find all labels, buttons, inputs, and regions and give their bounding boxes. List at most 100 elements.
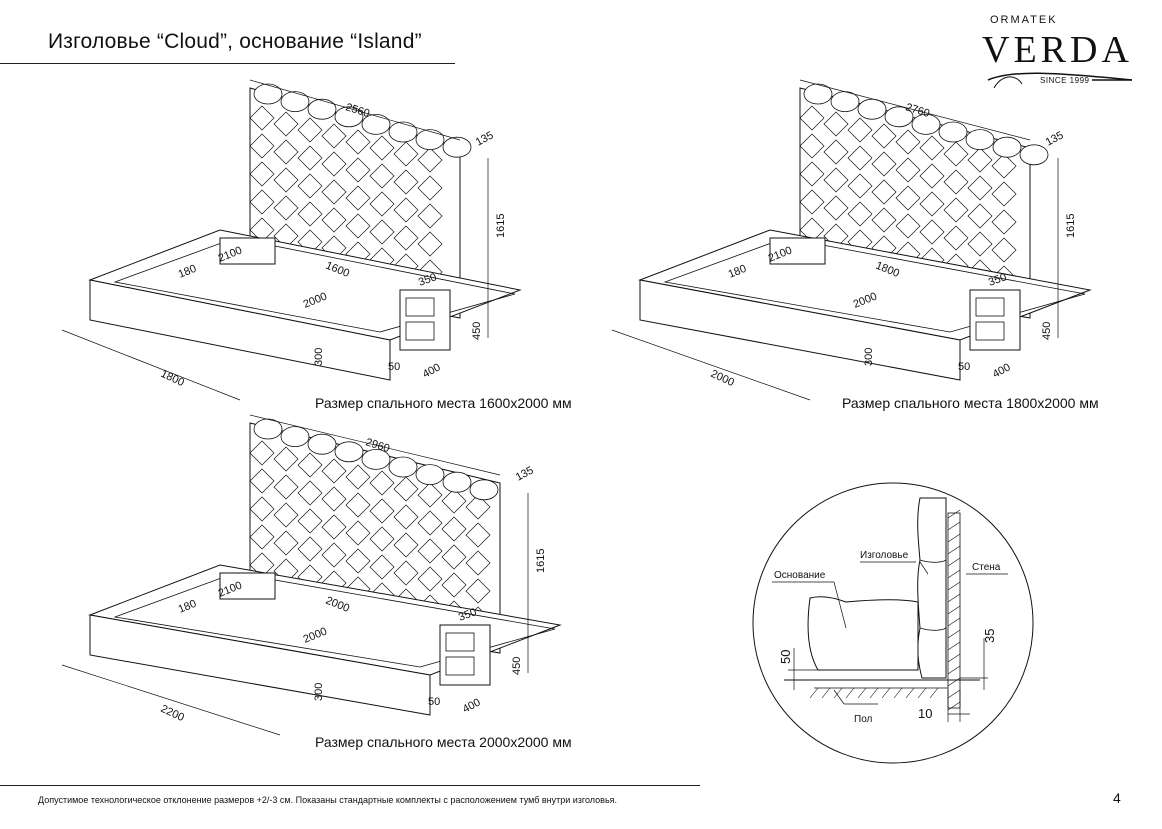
dim-nightstand-leg: 50 xyxy=(428,696,440,708)
footer-rule xyxy=(0,785,700,786)
mattress-area xyxy=(113,572,556,668)
dim-headboard-depth: 135 xyxy=(1044,129,1066,148)
tuft-diamond xyxy=(369,219,395,245)
tuft-diamond xyxy=(417,203,443,229)
tuft-diamond xyxy=(417,231,443,257)
label-base: Основание xyxy=(774,570,826,581)
tuft-diamond xyxy=(297,201,323,227)
tuft-diamond xyxy=(297,480,323,506)
nightstand-right xyxy=(399,289,451,351)
base-side xyxy=(639,279,961,381)
headboard-cushion xyxy=(388,121,418,143)
tuft-diamond xyxy=(321,542,347,568)
headboard-cushion xyxy=(388,456,418,478)
detail-section-diagram: Изголовье Стена Основание Пол 50 35 10 xyxy=(752,482,1034,764)
nightstand-left xyxy=(219,572,276,600)
tuft-diamond xyxy=(249,496,275,522)
tuft-diamond xyxy=(895,213,921,239)
tuft-diamond xyxy=(393,225,419,251)
headboard-cushion xyxy=(307,433,337,455)
brand-swoosh-icon xyxy=(987,72,1133,89)
drawer xyxy=(975,297,1005,317)
headboard-cushion xyxy=(253,83,283,105)
dim-line xyxy=(249,414,501,476)
tuft-diamond xyxy=(321,151,347,177)
dim-nightstand-height: 450 xyxy=(1041,322,1053,340)
tuft-diamond xyxy=(919,163,945,189)
wall-hatch xyxy=(947,509,961,711)
tuft-diamond xyxy=(895,129,921,155)
tuft-diamond xyxy=(273,195,299,221)
headboard-cushion xyxy=(884,106,914,128)
tuft-diamond xyxy=(321,179,347,205)
headboard-cushion xyxy=(334,441,364,463)
mattress-area xyxy=(663,237,1086,333)
tuft-diamond xyxy=(393,532,419,558)
tuft-diamond xyxy=(847,173,873,199)
tuft-diamond xyxy=(249,189,275,215)
tuft-diamond xyxy=(273,502,299,528)
headboard-cushion xyxy=(415,464,445,485)
dim-nightstand-width: 350 xyxy=(987,271,1008,289)
dim-nightstand-width: 350 xyxy=(417,271,438,289)
headboard-cushion xyxy=(803,83,833,105)
tuft-diamond xyxy=(871,151,897,177)
tuft-diamond xyxy=(369,554,395,580)
headboard-cushion xyxy=(469,479,499,501)
tuft-diamond xyxy=(871,123,897,149)
dim-nightstand-depth: 400 xyxy=(461,696,483,715)
tuft-diamond xyxy=(345,492,371,518)
headboard-cushion xyxy=(280,426,310,448)
tuft-diamond xyxy=(345,213,371,239)
tuft-diamond xyxy=(967,203,993,229)
tuft-diamond xyxy=(249,105,275,131)
tuft-diamond xyxy=(871,207,897,233)
headboard-cushion xyxy=(965,129,995,150)
tuft-diamond xyxy=(369,526,395,552)
dim-nightstand-depth: 400 xyxy=(421,361,443,380)
brand-prefix: ORMATEK xyxy=(990,14,1058,26)
tuft-diamond xyxy=(847,117,873,143)
tuft-diamond xyxy=(369,191,395,217)
bed-caption-1800: Размер спального места 1800х2000 мм xyxy=(842,395,1099,411)
tuft-diamond xyxy=(823,111,849,137)
tuft-diamond xyxy=(393,141,419,167)
tuft-diamond xyxy=(297,117,323,143)
drawer xyxy=(975,321,1005,341)
dim-line xyxy=(799,79,1031,141)
tuft-diamond xyxy=(345,520,371,546)
page-number: 4 xyxy=(1113,790,1121,806)
headboard-cushion xyxy=(992,136,1022,158)
headboard-cushion xyxy=(361,114,391,135)
detail-dim-50: 50 xyxy=(778,650,793,664)
tuft-diamond xyxy=(823,195,849,221)
tuft-diamond xyxy=(297,452,323,478)
tuft-diamond xyxy=(345,129,371,155)
tuft-diamond xyxy=(393,169,419,195)
title-underline xyxy=(0,63,455,64)
tuft-diamond xyxy=(799,133,825,159)
tuft-diamond xyxy=(919,219,945,245)
brand-since: SINCE 1999 xyxy=(1040,76,1090,85)
drawer xyxy=(405,321,435,341)
tuft-diamond xyxy=(417,147,443,173)
bed-drawing-2000: 2960135161522002100200020001803003504004… xyxy=(61,414,562,736)
dim-nightstand-leg: 50 xyxy=(388,361,400,373)
tuft-diamond xyxy=(345,548,371,574)
tuft-diamond xyxy=(441,516,467,542)
headboard-profile xyxy=(917,497,947,679)
tuft-diamond xyxy=(871,179,897,205)
tuft-diamond xyxy=(799,189,825,215)
headboard-cushion xyxy=(442,471,472,493)
tuft-diamond xyxy=(273,139,299,165)
headboard-cushion xyxy=(361,449,391,470)
tuft-diamond xyxy=(465,578,491,604)
tuft-diamond xyxy=(393,197,419,223)
tuft-diamond xyxy=(967,231,993,257)
tuft-diamond xyxy=(991,181,1017,207)
nightstand-left xyxy=(769,237,826,265)
bed-group: 2760135161520002100180020001803003504004… xyxy=(611,79,1092,401)
detail-dim-10: 10 xyxy=(918,706,932,721)
tuft-diamond xyxy=(991,153,1017,179)
tuft-diamond xyxy=(393,476,419,502)
